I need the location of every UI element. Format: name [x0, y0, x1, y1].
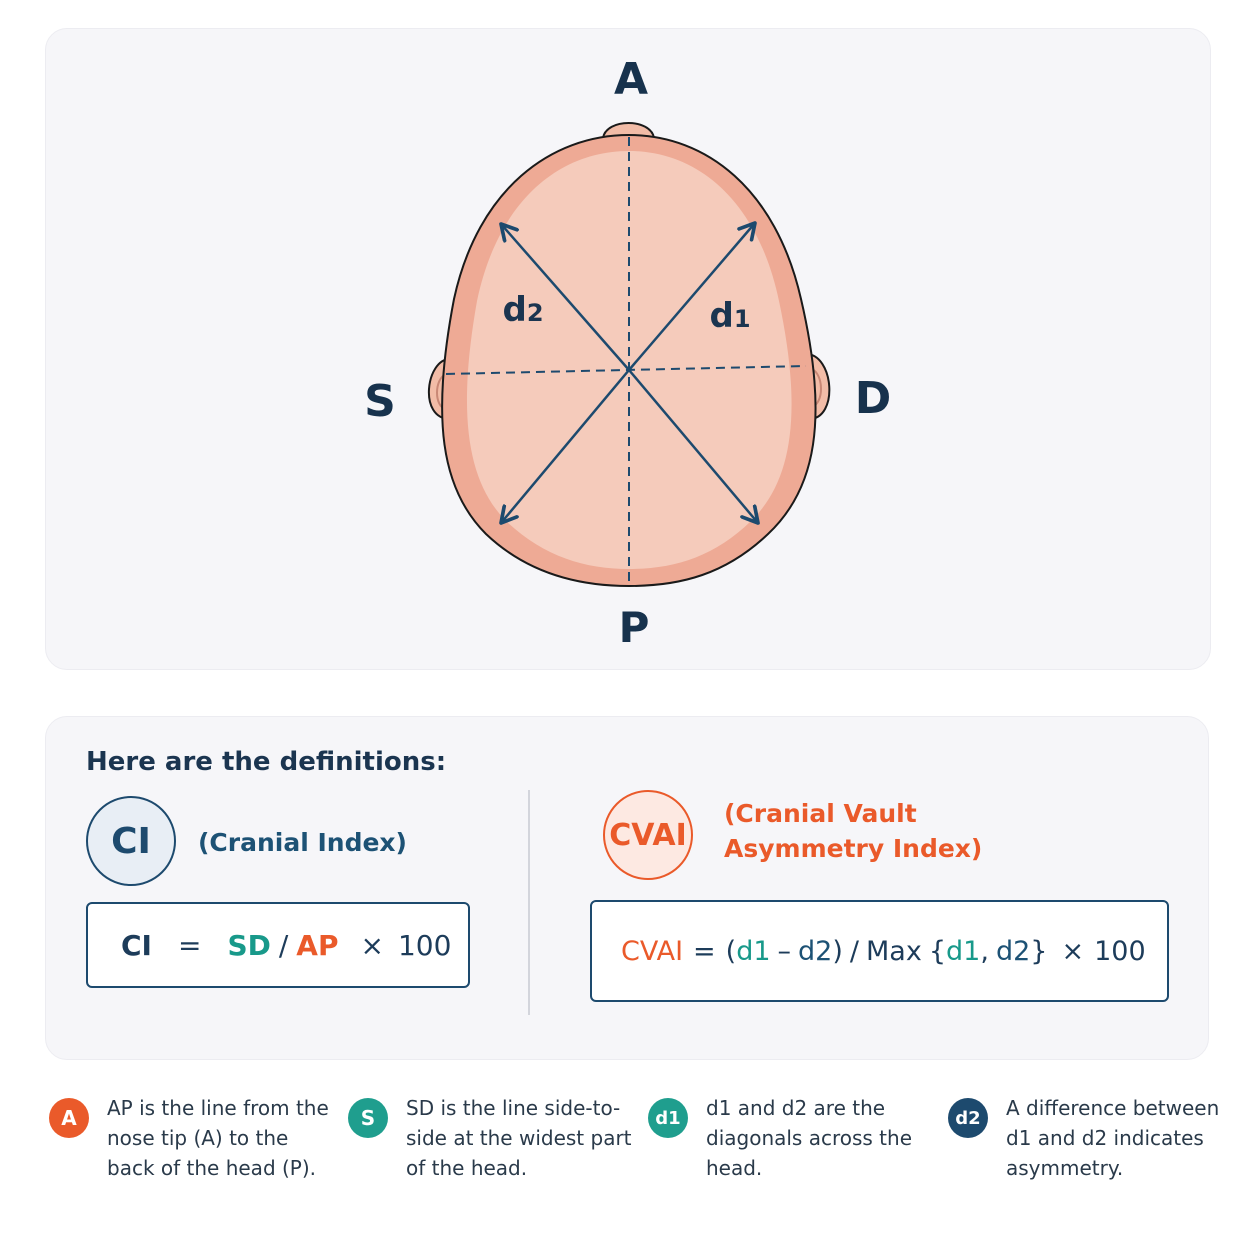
head-diagram: A P S D d2 d1 — [364, 54, 892, 652]
cvai-formula-d2: d2 — [798, 935, 833, 967]
ci-formula: CI = SD / AP × 100 — [86, 902, 470, 988]
legend-text-diagonals: d1 and d2 are the diagonals across the h… — [706, 1096, 912, 1180]
d1-diagonal-upper — [628, 223, 755, 371]
sd-line — [445, 365, 807, 375]
label-p: P — [619, 603, 650, 652]
cvai-formula-factor: 100 — [1094, 935, 1146, 967]
cvai-formula-open: ( — [725, 935, 737, 967]
definitions-heading: Here are the definitions: — [86, 747, 447, 777]
ci-formula-ap: AP — [296, 928, 339, 962]
cvai-formula-minus: – — [777, 935, 792, 967]
label-d2: d2 — [502, 290, 543, 330]
ci-badge: CI — [86, 796, 176, 886]
d2-diagonal-lower — [628, 369, 758, 523]
cvai-formula: CVAI = ( d1 – d2 ) / Max { d1 , d2 } × 1… — [590, 900, 1169, 1002]
d2-diagonal — [501, 224, 630, 371]
label-a: A — [614, 54, 648, 105]
legend-d2-icon: d2 — [948, 1098, 988, 1138]
d1-diagonal-lower — [501, 369, 630, 523]
definitions-panel: Here are the definitions: CI (Cranial In… — [45, 716, 1209, 1060]
legend-s-icon: S — [348, 1098, 388, 1138]
ci-formula-times: × — [360, 928, 384, 962]
cvai-formula-d2b: d2 — [995, 935, 1031, 967]
cvai-formula-max: Max — [866, 935, 922, 967]
label-s: S — [364, 376, 396, 427]
cvai-formula-times: × — [1061, 935, 1085, 967]
label-d1: d1 — [709, 296, 750, 336]
legend-d1-icon: d1 — [648, 1098, 688, 1138]
cvai-formula-lhs: CVAI — [621, 935, 684, 967]
ci-description: (Cranial Index) — [198, 828, 407, 857]
ci-formula-lhs: CI — [121, 928, 152, 962]
cvai-formula-comma: , — [980, 935, 989, 967]
ci-formula-slash: / — [278, 928, 289, 962]
ci-formula-eq: = — [177, 928, 202, 962]
ci-formula-sd: SD — [227, 928, 271, 962]
cvai-formula-brace-open: { — [928, 935, 947, 967]
cvai-formula-d1: d1 — [736, 935, 771, 967]
cvai-description-line2: Asymmetry Index) — [724, 834, 983, 863]
cvai-description: (Cranial Vault Asymmetry Index) — [724, 796, 1024, 866]
cvai-formula-brace-close: } — [1030, 935, 1048, 967]
cvai-formula-eq: = — [693, 935, 716, 967]
legend-a-icon: A — [49, 1098, 89, 1138]
cvai-description-line1: (Cranial Vault — [724, 799, 917, 828]
legend-text-ap: AP is the line from the nose tip (A) to … — [107, 1096, 329, 1180]
head-diagram-panel: A P S D d2 d1 — [45, 28, 1211, 670]
legend-text-asymmetry: A difference between d1 and d2 indicates… — [1006, 1096, 1220, 1180]
cvai-formula-close: ) — [832, 935, 843, 967]
cvai-badge: CVAI — [603, 790, 693, 880]
cvai-formula-d1b: d1 — [946, 935, 981, 967]
ci-formula-factor: 100 — [397, 928, 452, 962]
cvai-formula-slash: / — [849, 935, 860, 967]
label-d: D — [855, 373, 892, 424]
legend-text-sd: SD is the line side-to-side at the wides… — [406, 1096, 632, 1180]
head-inner-fill — [466, 151, 792, 569]
section-divider — [528, 790, 530, 1015]
